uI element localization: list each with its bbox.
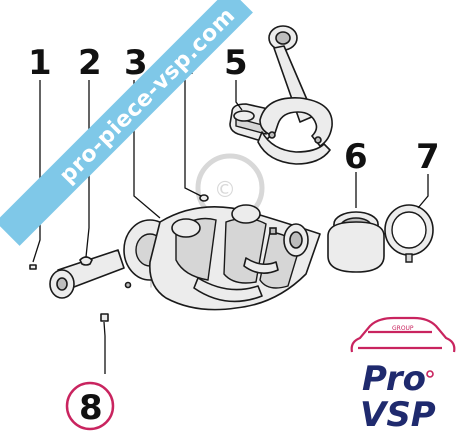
provsp-logo: GROUP Pro VSP <box>350 316 456 435</box>
callout-3: 3 <box>124 43 148 83</box>
callout-5: 5 <box>224 43 248 83</box>
banner-ribbon <box>0 0 253 246</box>
part-crankshaft <box>49 204 321 311</box>
callout-numbers: 1 2 3 4 5 6 7 8 <box>28 43 440 431</box>
callout-8: 8 <box>79 388 103 428</box>
part-plug <box>199 194 209 202</box>
part-connecting-rod <box>257 25 333 165</box>
callout-7: 7 <box>416 137 440 177</box>
part-woodruff-key <box>79 256 93 266</box>
callout-6: 6 <box>344 137 368 177</box>
callout-1: 1 <box>28 43 52 83</box>
logo-line2: VSP <box>360 395 436 435</box>
part-thrust-washer <box>384 204 434 263</box>
part-bearing-ring <box>327 211 385 273</box>
logo-dot-icon <box>426 370 434 378</box>
callout-2: 2 <box>78 43 102 83</box>
part-pin <box>29 264 37 270</box>
highlight-circle <box>65 381 115 431</box>
car-logo-icon <box>350 316 456 353</box>
logo-group-text: GROUP <box>392 325 414 332</box>
svg-text:©: © <box>214 178 236 203</box>
part-square-bush <box>100 313 109 322</box>
logo-line1: Pro <box>362 359 426 399</box>
